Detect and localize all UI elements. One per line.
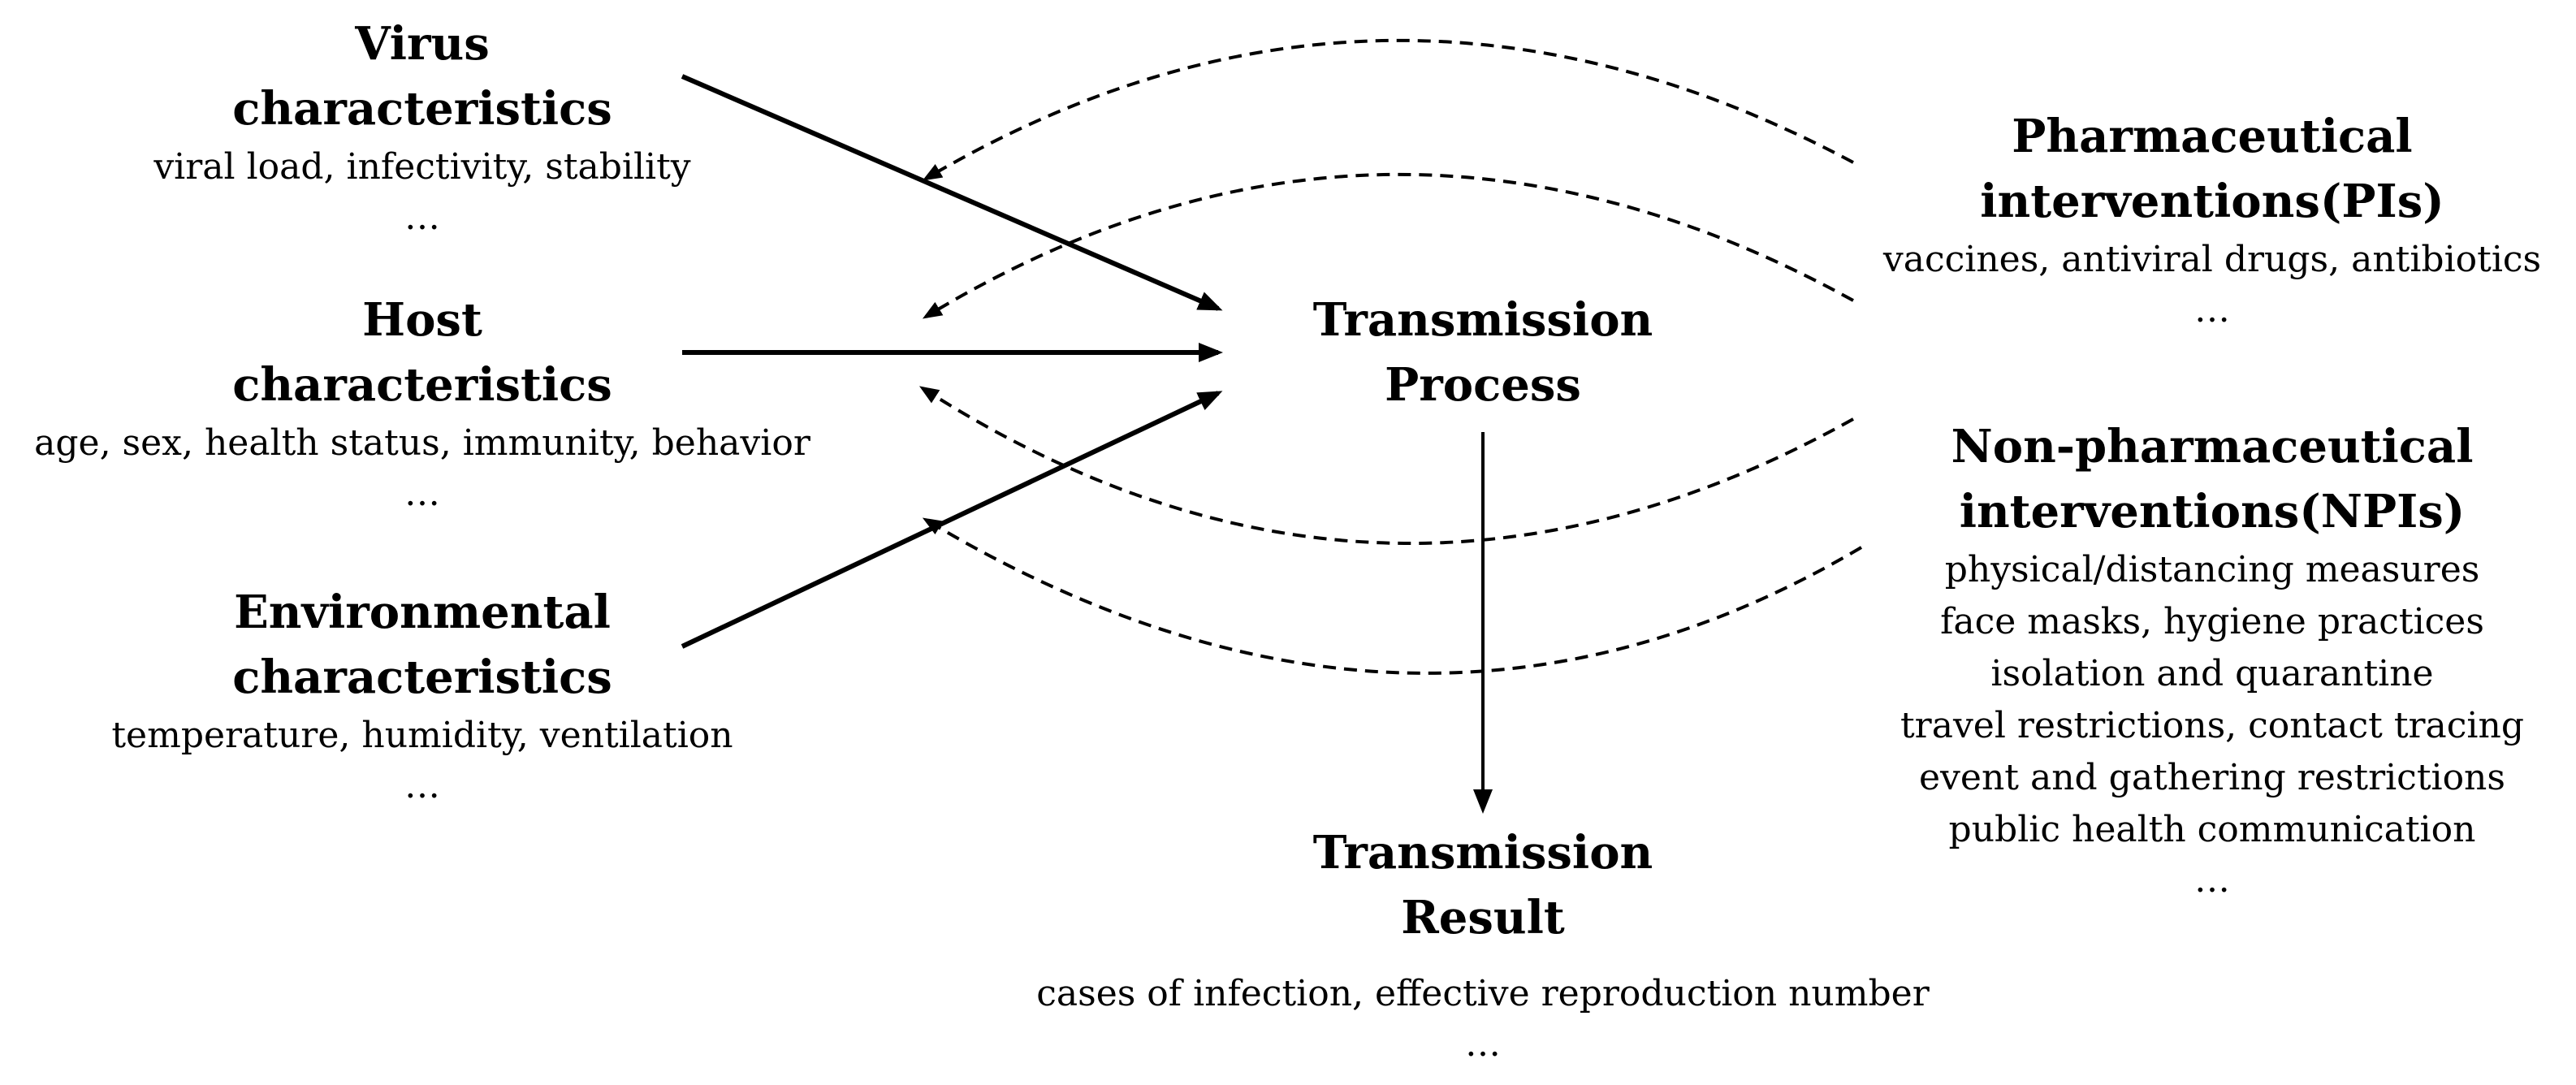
host-detail: age, sex, health status, immunity, behav… — [34, 422, 810, 464]
host-title-line1: Host — [362, 293, 482, 347]
process-title-line2: Process — [1385, 358, 1581, 412]
npis-measure-1: face masks, hygiene practices — [1940, 601, 2484, 642]
environment-detail: temperature, humidity, ventilation — [111, 715, 733, 756]
pis-to-virus-arc — [922, 38, 1854, 181]
npis-ellipsis: … — [2194, 859, 2230, 901]
npis-to-host-arc — [918, 386, 1854, 546]
npis-title-line2: interventions(NPIs) — [1959, 485, 2466, 538]
pis-ellipsis: … — [2194, 289, 2230, 331]
npis-to-environment-arc — [922, 517, 1863, 675]
result-title-line1: Transmission — [1312, 826, 1653, 880]
npis-measure-0: physical/distancing measures — [1944, 549, 2480, 590]
pharmaceutical-interventions-node: Pharmaceutical interventions(PIs) vaccin… — [1848, 104, 2576, 335]
environment-to-process-arrow — [681, 391, 1223, 649]
environment-title-line2: characteristics — [232, 651, 612, 704]
npis-measure-2: isolation and quarantine — [1990, 653, 2434, 694]
result-ellipsis: … — [1465, 1023, 1501, 1065]
environment-ellipsis: … — [404, 765, 440, 806]
pis-title-line1: Pharmaceutical — [2012, 110, 2413, 163]
virus-ellipsis: … — [404, 197, 440, 238]
npis-measure-3: travel restrictions, contact tracing — [1900, 705, 2524, 746]
npis-measure-5: public health communication — [1948, 809, 2476, 850]
virus-to-process-arrow — [681, 74, 1223, 311]
intervention-arcs — [918, 38, 1863, 675]
npis-title-line1: Non-pharmaceutical — [1951, 420, 2474, 473]
result-title-line2: Result — [1401, 891, 1565, 945]
process-title-line1: Transmission — [1312, 293, 1653, 347]
host-title-line2: characteristics — [232, 358, 612, 412]
virus-title-line1: Virus — [355, 17, 490, 71]
npis-measure-4: event and gathering restrictions — [1919, 757, 2505, 798]
factor-arrows — [681, 74, 1493, 814]
pis-title-line2: interventions(PIs) — [1980, 175, 2444, 228]
virus-characteristics-node: Virus characteristics viral load, infect… — [32, 11, 812, 242]
transmission-process-node: Transmission Process — [1239, 287, 1727, 417]
result-detail: cases of infection, effective reproducti… — [1036, 973, 1930, 1014]
virus-detail: viral load, infectivity, stability — [153, 146, 691, 188]
virus-title-line2: characteristics — [232, 82, 612, 136]
pis-detail: vaccines, antiviral drugs, antibiotics — [1882, 239, 2542, 280]
environment-title-line1: Environmental — [234, 586, 611, 639]
environmental-characteristics-node: Environmental characteristics temperatur… — [32, 580, 812, 811]
pis-to-host-arc — [922, 172, 1854, 319]
transmission-result-node: Transmission Result cases of infection, … — [963, 820, 2003, 1069]
non-pharmaceutical-interventions-node: Non-pharmaceutical interventions(NPIs) p… — [1856, 414, 2568, 905]
host-ellipsis: … — [404, 473, 440, 514]
host-characteristics-node: Host characteristics age, sex, health st… — [0, 287, 845, 518]
